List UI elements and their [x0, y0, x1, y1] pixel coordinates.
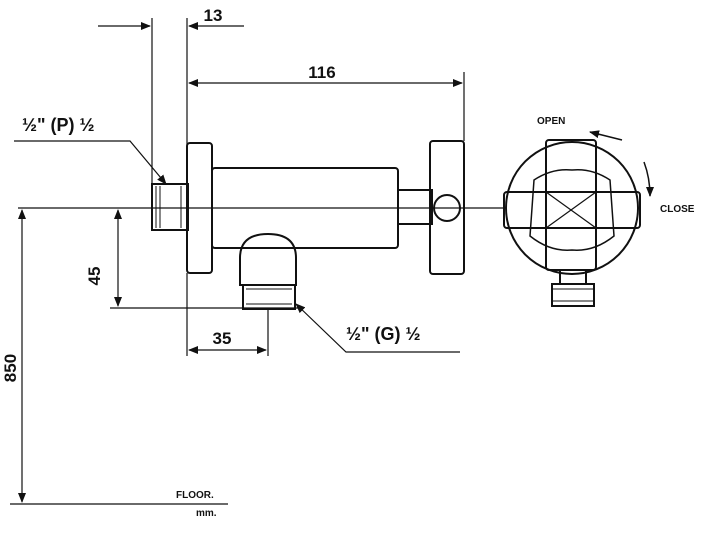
dim-vertical-offset — [110, 209, 300, 309]
dim-overall-length — [188, 72, 465, 141]
dim-outlet-offset-label: 35 — [213, 329, 232, 348]
front-outlet-nipple — [551, 283, 595, 307]
outlet-thread-label: ½" (G) ½ — [346, 324, 421, 344]
dim-vertical-offset-label: 45 — [85, 267, 104, 286]
dim-height-from-floor-label: 850 — [1, 354, 20, 382]
front-flange-circle — [505, 141, 639, 275]
dim-top-width — [98, 18, 244, 186]
cross-bar-vertical — [545, 139, 597, 271]
handle-hub — [433, 194, 461, 222]
floor-label: FLOOR. — [176, 490, 214, 501]
valve-stem — [397, 189, 433, 225]
inlet-thread-label: ½" (P) ½ — [22, 115, 95, 135]
cross-bar-horizontal — [503, 191, 641, 229]
dim-top-width-label: 13 — [204, 6, 223, 25]
valve-front-view — [503, 139, 641, 307]
outlet-branch — [239, 232, 297, 286]
open-rotation-arrow — [589, 130, 623, 141]
valve-side-view — [151, 140, 465, 310]
dim-outlet-offset — [186, 273, 269, 356]
close-rotation-arrow — [643, 161, 654, 197]
dim-height-from-floor — [10, 209, 228, 505]
inlet-nipple — [151, 183, 189, 231]
open-label: OPEN — [537, 116, 565, 127]
cross-handle-side — [429, 140, 465, 275]
inlet-thread-leader — [14, 140, 167, 185]
outlet-thread-leader — [295, 303, 460, 353]
outlet-nipple — [242, 284, 296, 310]
close-label: CLOSE — [660, 204, 695, 215]
front-body-outline — [529, 168, 615, 251]
units-label: mm. — [196, 508, 217, 519]
dim-overall-length-label: 116 — [308, 63, 335, 82]
